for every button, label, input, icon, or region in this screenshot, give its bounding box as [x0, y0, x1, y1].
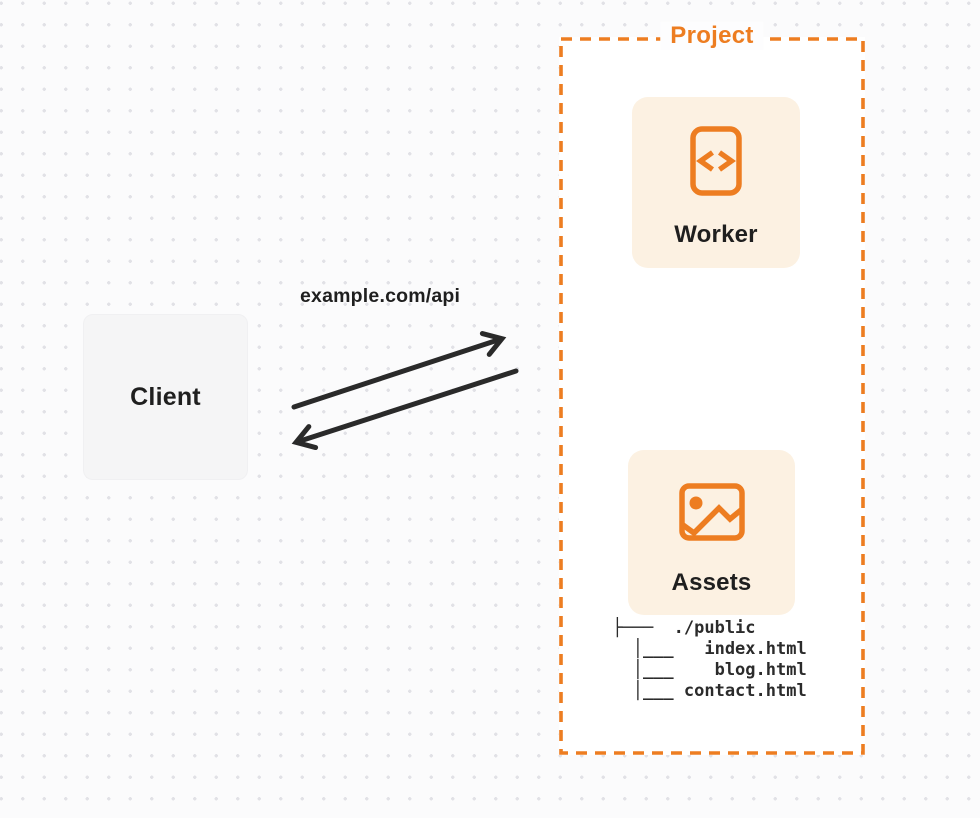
project-dashed-border	[559, 37, 865, 755]
assets-file-tree: ├─── ./public │___ index.html │___ blog.…	[612, 618, 807, 701]
request-arrow	[291, 331, 507, 410]
client-label: Client	[130, 382, 201, 411]
code-file-icon	[690, 126, 742, 196]
assets-card: Assets	[628, 450, 795, 615]
project-container: Project Worker Assets ├─── ./public │___…	[559, 21, 865, 755]
image-icon	[678, 483, 745, 541]
response-arrow	[291, 368, 519, 451]
assets-label: Assets	[671, 569, 752, 596]
project-label: Project	[660, 21, 764, 50]
client-card: Client	[83, 314, 248, 480]
worker-card: Worker	[632, 97, 800, 268]
worker-label: Worker	[674, 221, 758, 248]
request-url-label: example.com/api	[300, 285, 461, 307]
